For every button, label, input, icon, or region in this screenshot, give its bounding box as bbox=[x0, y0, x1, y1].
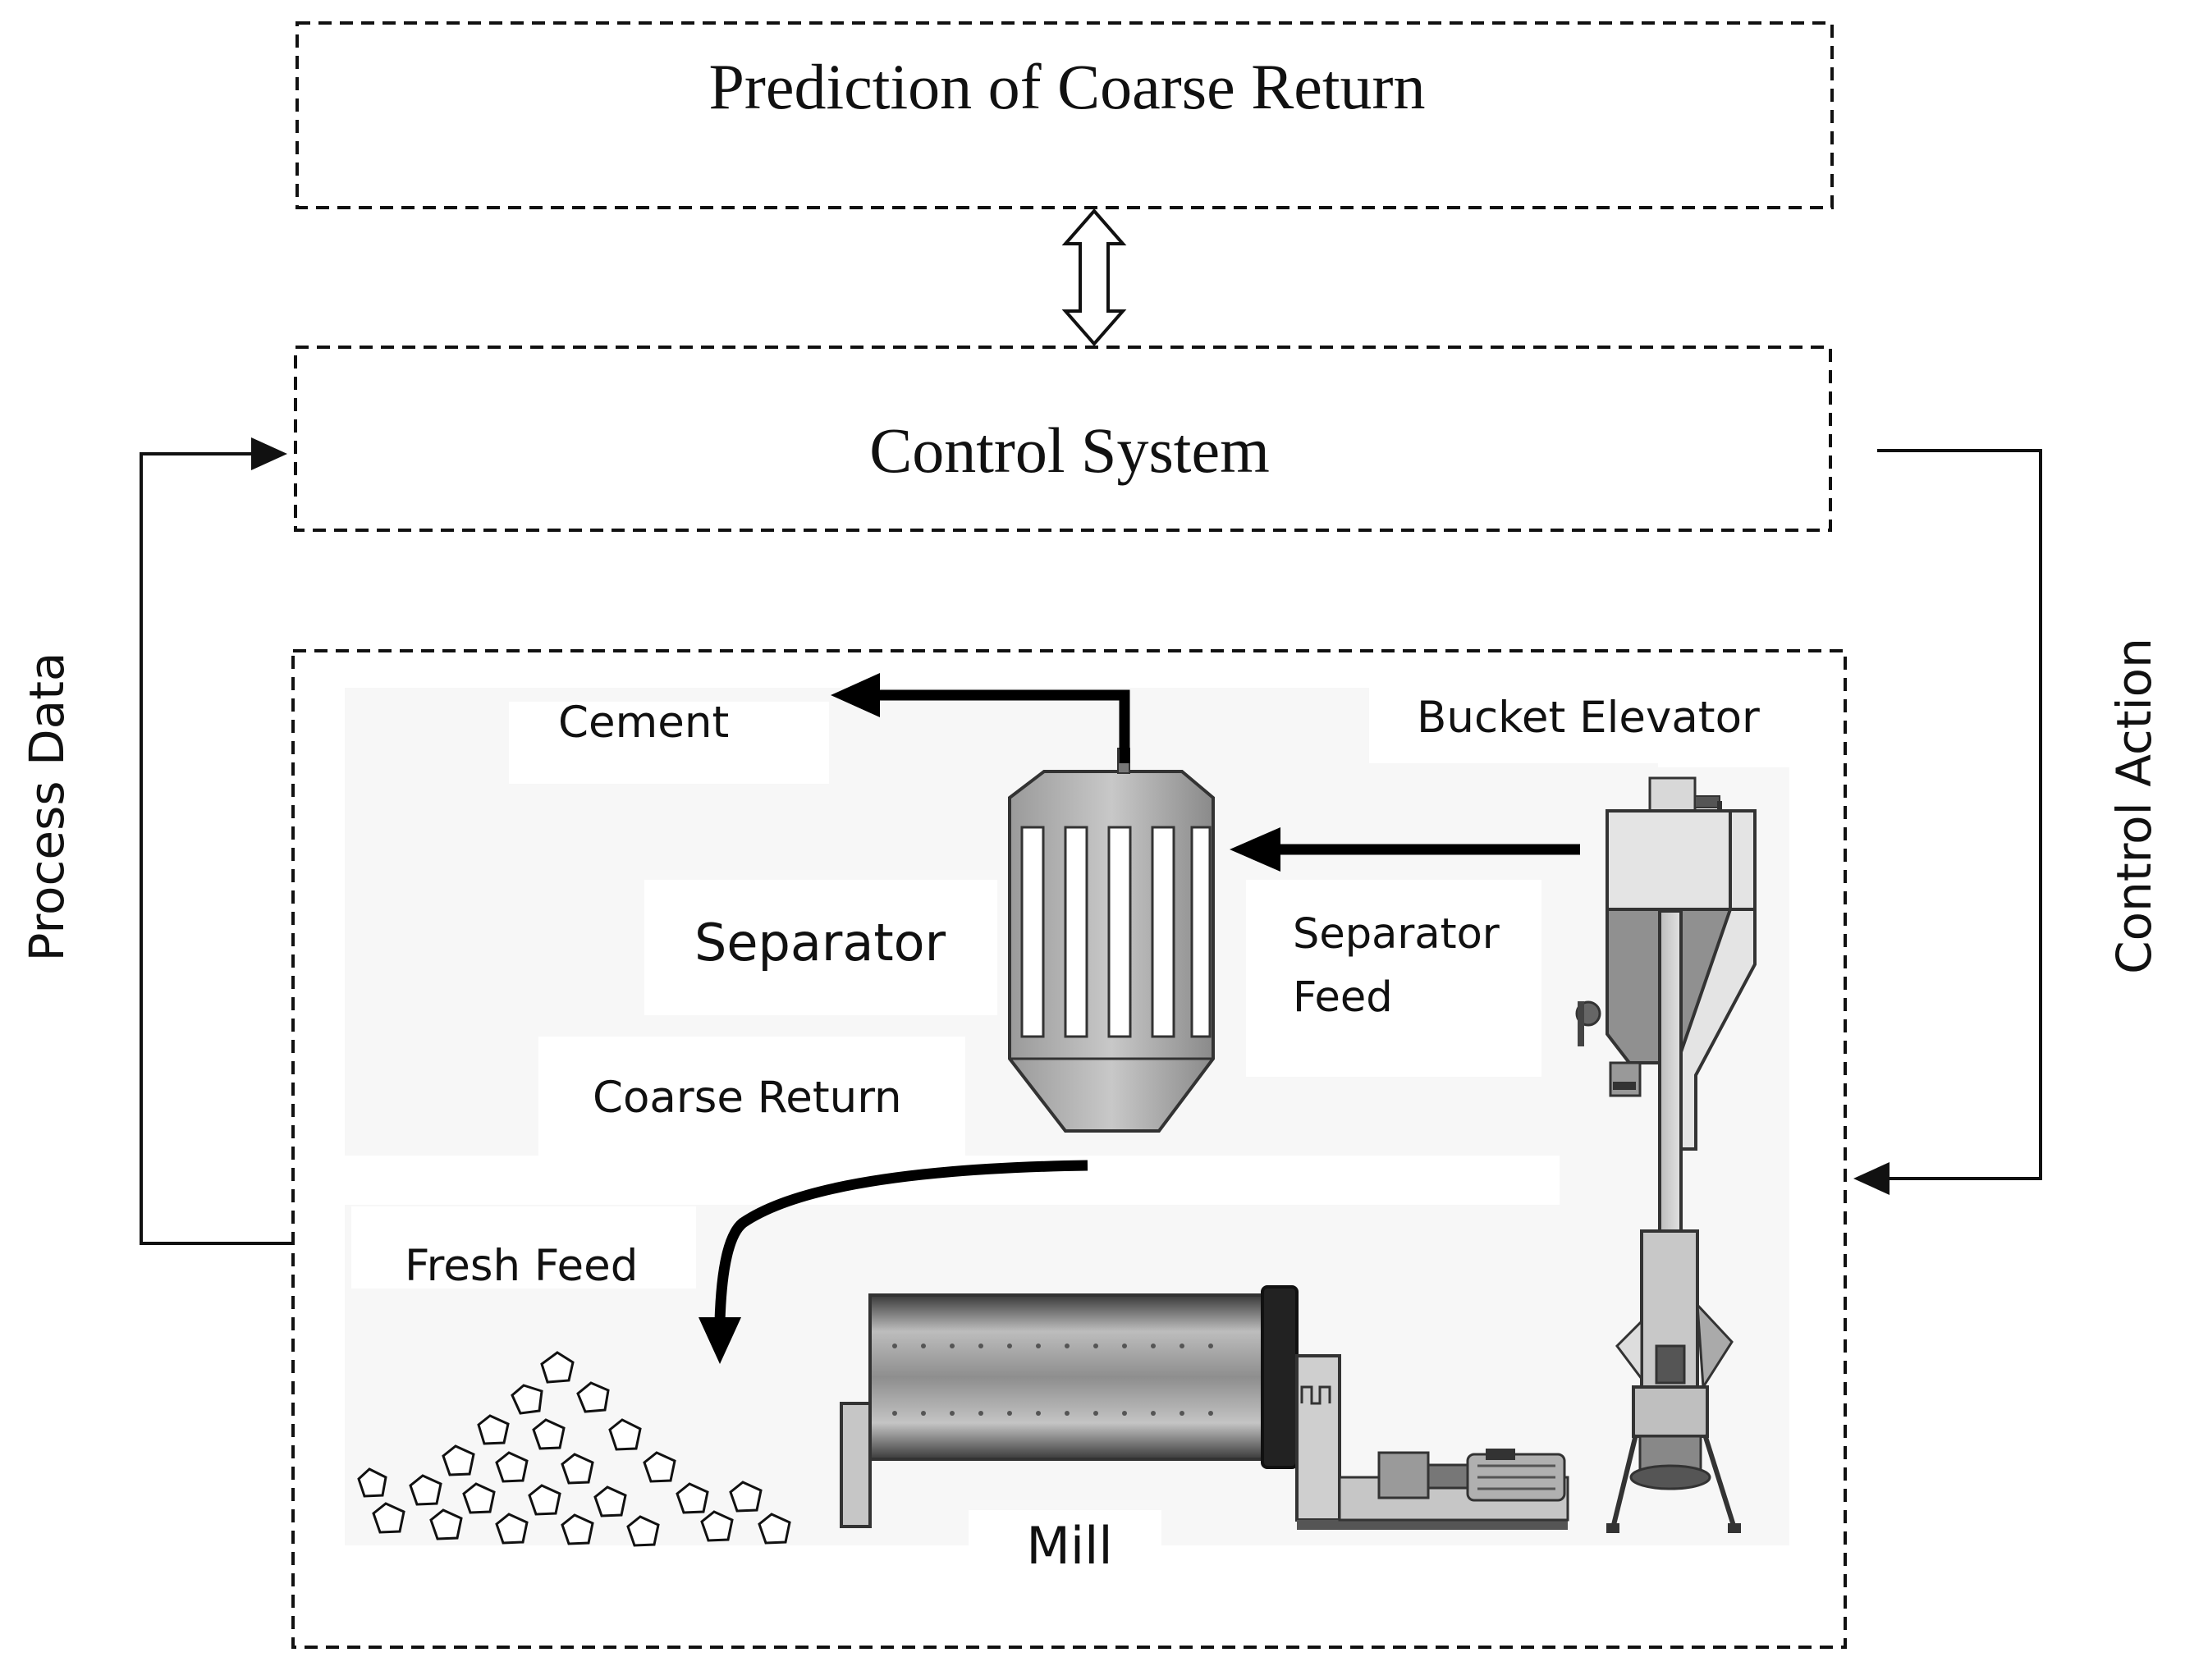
separator-feed-arrowhead-icon bbox=[1230, 827, 1280, 872]
process-data-label: Process Data bbox=[19, 652, 75, 962]
separator-feed-label-line-2: Feed bbox=[1293, 973, 1393, 1022]
coarse-return-arrowhead-icon bbox=[699, 1317, 741, 1364]
control-action-arrowhead-icon bbox=[1853, 1162, 1890, 1195]
bucket-elevator-equipment bbox=[1575, 776, 1757, 1533]
cement-flow-arrowhead-icon bbox=[831, 673, 880, 717]
control-action-label: Control Action bbox=[2106, 638, 2162, 974]
process-data-arrowhead-icon bbox=[251, 437, 287, 470]
fresh-feed-pile-icon bbox=[357, 1351, 791, 1547]
prediction-box-title: Prediction of Coarse Return bbox=[709, 51, 1426, 122]
cement-flow-arrow bbox=[878, 689, 1130, 763]
mill-equipment bbox=[840, 1285, 1569, 1530]
mill-label: Mill bbox=[1026, 1516, 1112, 1576]
separator-label: Separator bbox=[694, 913, 946, 973]
control-system-box bbox=[294, 346, 1832, 532]
coarse-return-flow-arrow bbox=[714, 1160, 1088, 1322]
fresh-feed-label: Fresh Feed bbox=[405, 1241, 638, 1291]
process-data-connector bbox=[140, 452, 294, 1245]
bucket-elevator-label: Bucket Elevator bbox=[1417, 693, 1760, 743]
bidirectional-arrow-icon bbox=[1061, 208, 1127, 347]
plant-process-box bbox=[291, 649, 1847, 1649]
cement-label: Cement bbox=[558, 698, 729, 748]
separator-feed-label-line-1: Separator bbox=[1293, 910, 1500, 959]
control-system-box-title: Control System bbox=[869, 414, 1270, 486]
separator-equipment bbox=[1008, 748, 1215, 1133]
coarse-return-label: Coarse Return bbox=[593, 1073, 902, 1123]
prediction-box bbox=[295, 21, 1834, 209]
control-action-connector bbox=[1877, 449, 2042, 1180]
